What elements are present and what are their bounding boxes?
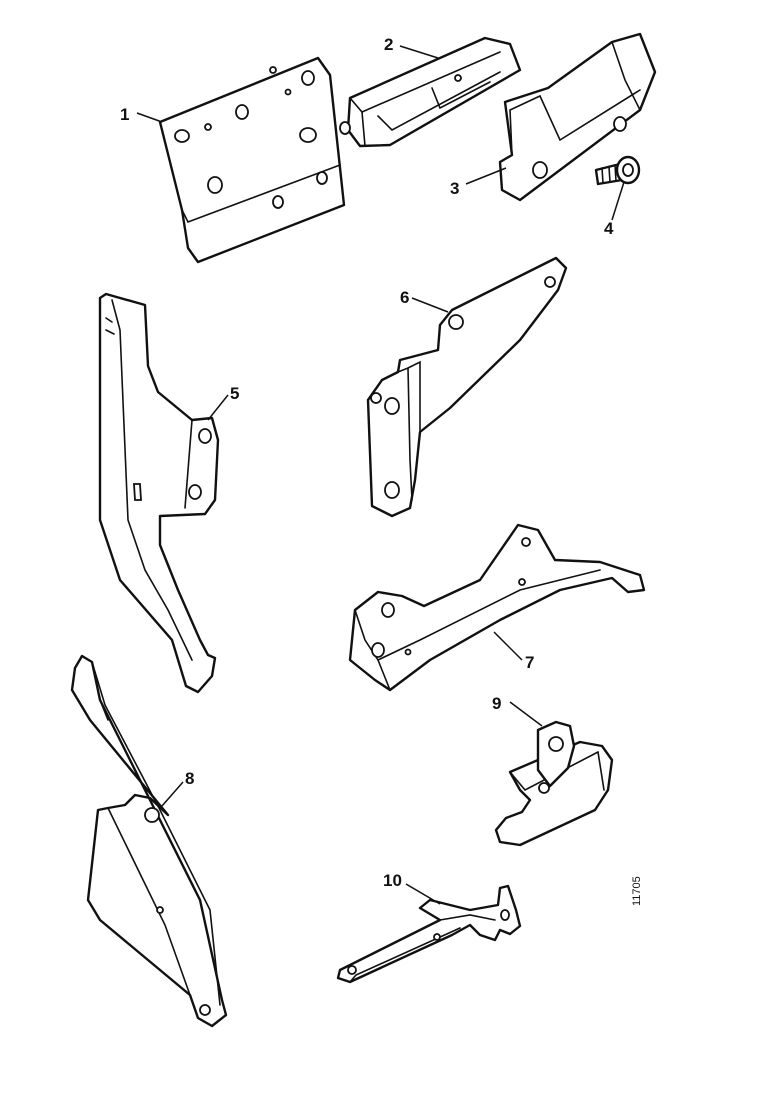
part-7-support-arm [348,523,646,692]
callout-9: 9 [492,694,501,713]
callout-8: 8 [185,769,194,788]
leader-9 [509,701,543,727]
part-2-slide-block [339,36,522,148]
callout-10: 10 [383,871,402,890]
reference-code: 11705 [631,876,643,906]
leader-3 [465,167,507,185]
leader-10 [405,883,441,905]
part-1-mounting-plate [158,56,346,264]
callout-4: 4 [604,219,614,238]
leader-1 [136,112,163,123]
part-6-hinge-plate [366,256,568,518]
callout-labels: 1 2 3 4 5 6 7 8 9 10 [120,35,614,890]
leader-lines [136,45,625,905]
callout-7: 7 [525,653,534,672]
leader-6 [411,297,449,313]
callout-5: 5 [230,384,239,403]
callout-6: 6 [400,288,409,307]
leader-4 [611,181,625,221]
leader-2 [399,45,439,59]
part-10-strap [336,884,522,984]
callout-1: 1 [120,105,129,124]
part-5-long-bracket [98,292,220,694]
leader-7 [493,631,523,661]
callout-3: 3 [450,179,459,198]
part-3-bracket [498,32,657,202]
part-4-screw [594,155,641,186]
part-8-triangular-bracket [70,654,228,1028]
callout-2: 2 [384,35,393,54]
leader-5 [207,394,229,421]
leader-8 [161,781,184,807]
part-9-clamp-sleeve [494,720,614,847]
